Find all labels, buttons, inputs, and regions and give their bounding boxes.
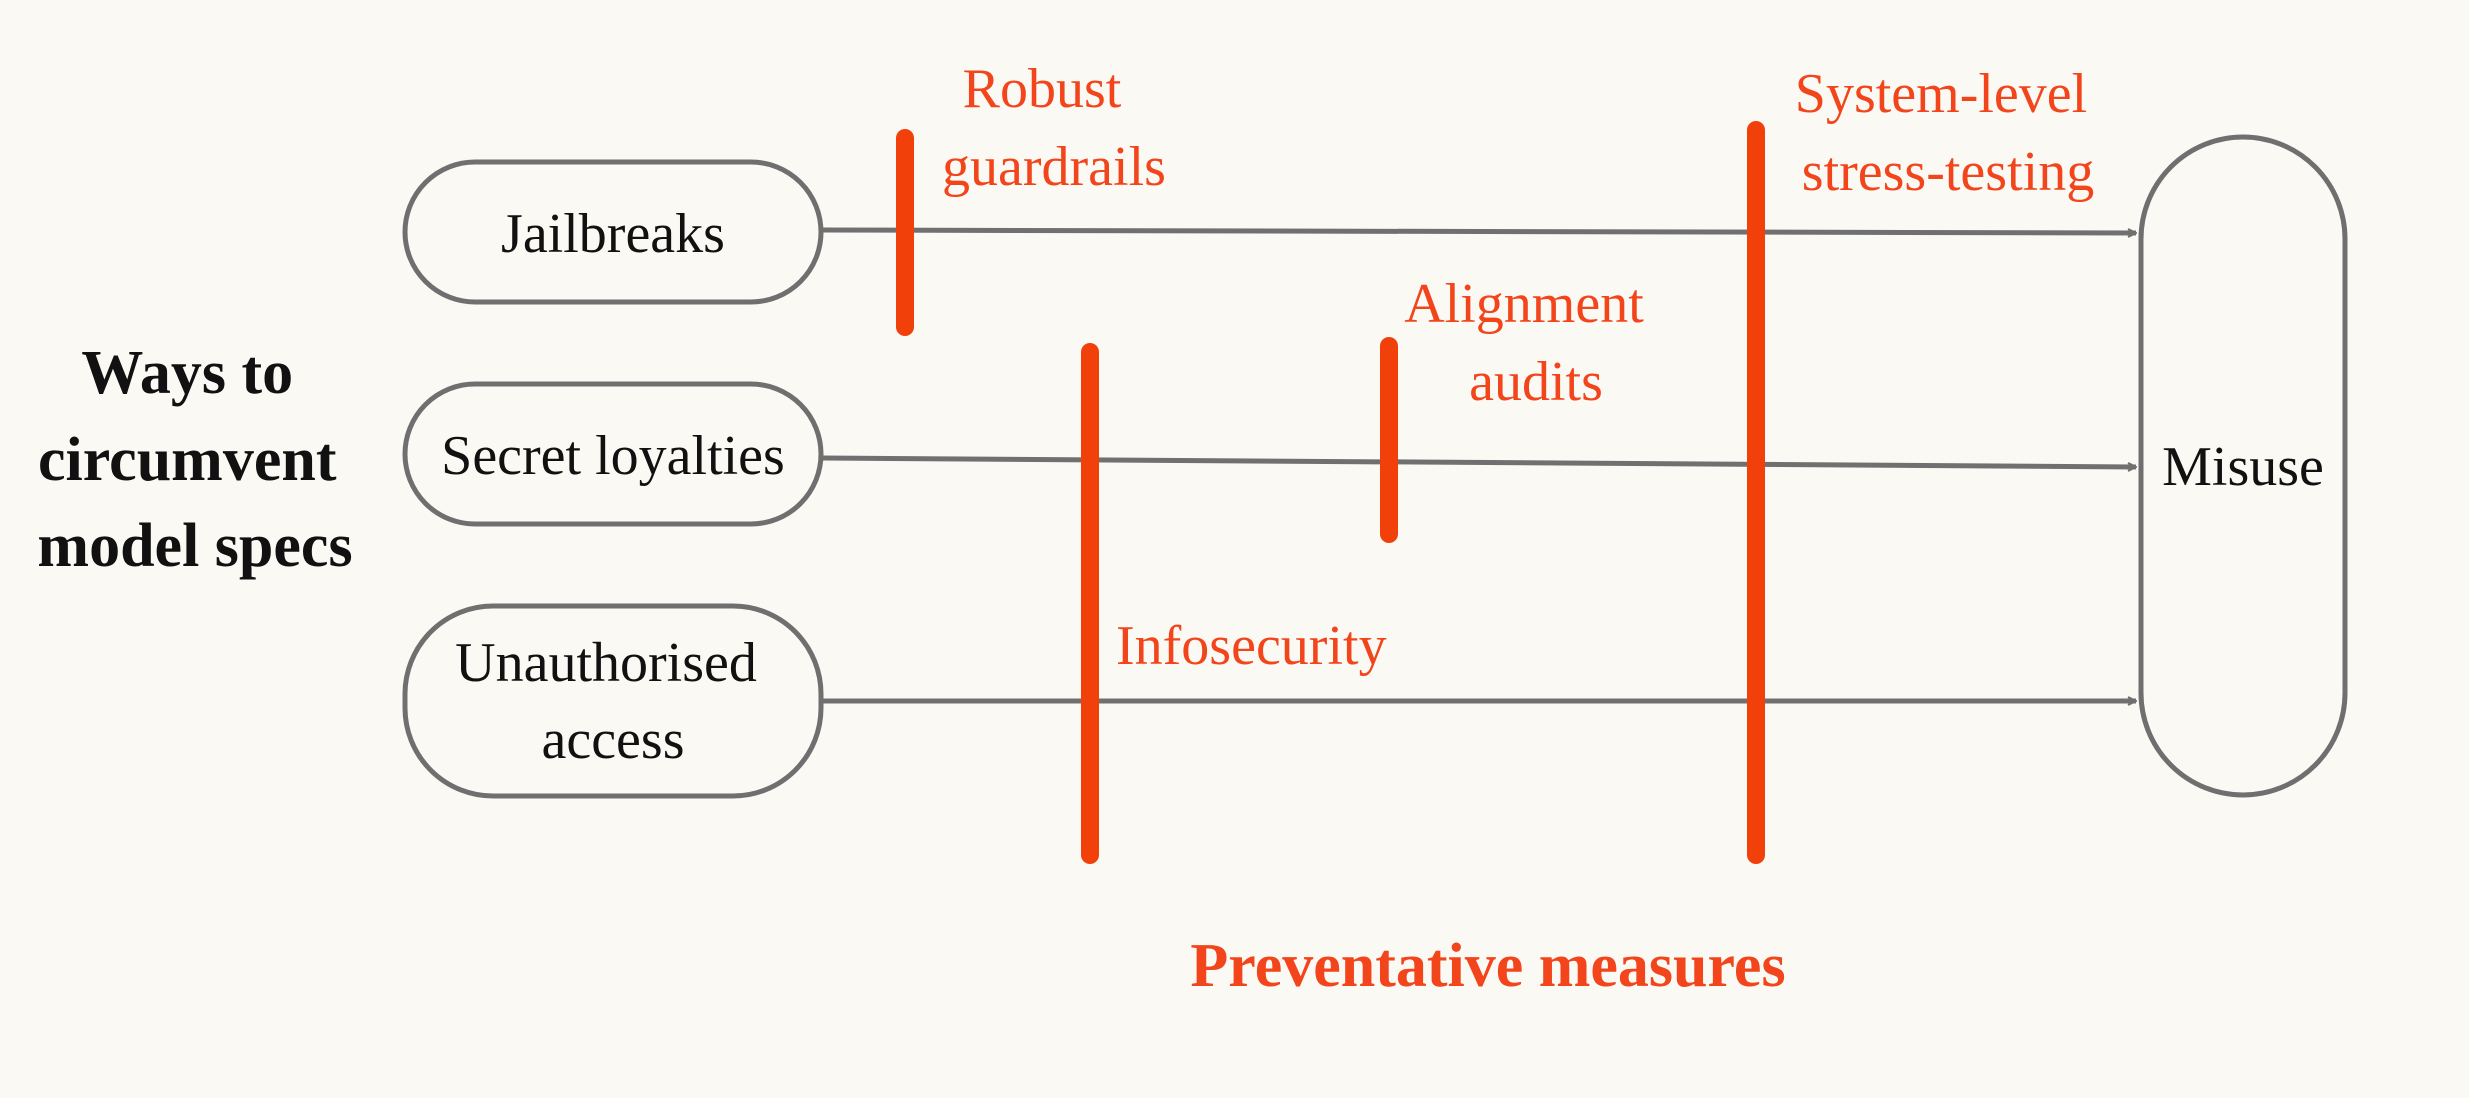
svg-text:Secret loyalties: Secret loyalties bbox=[441, 425, 785, 487]
left-heading: Ways to circumvent model specs bbox=[37, 339, 352, 580]
left-heading-line: Ways to bbox=[81, 339, 293, 407]
svg-text:Unauthorised access: Unauthorised access bbox=[455, 632, 771, 771]
source-node-secret-loyalties: Secret loyalties bbox=[402, 381, 824, 527]
left-heading-line: circumvent bbox=[38, 426, 337, 494]
source-label: access bbox=[541, 709, 684, 771]
flow-arrow-jailbreaks bbox=[822, 227, 2136, 233]
measure-label-alignment-audits: Alignment audits bbox=[1404, 273, 1658, 413]
bottom-heading: Preventative measures bbox=[1190, 932, 1785, 1000]
svg-text:Misuse: Misuse bbox=[2162, 436, 2324, 498]
flow-arrow-secret-loyalties bbox=[822, 455, 2136, 467]
target-node-misuse: Misuse bbox=[2138, 134, 2348, 798]
source-label: Unauthorised bbox=[455, 632, 757, 694]
measure-label-infosecurity: Infosecurity bbox=[1116, 615, 1387, 677]
target-label: Misuse bbox=[2162, 436, 2324, 498]
source-label: Secret loyalties bbox=[441, 425, 785, 487]
source-label: Jailbreaks bbox=[501, 203, 725, 265]
source-node-jailbreaks: Jailbreaks bbox=[402, 159, 824, 305]
source-node-unauthorised-access: Unauthorised access bbox=[402, 603, 824, 799]
measure-label-system-level-stress-testing: System-level stress-testing bbox=[1795, 63, 2101, 203]
svg-text:Jailbreaks: Jailbreaks bbox=[501, 203, 725, 265]
left-heading-line: model specs bbox=[37, 512, 352, 580]
measure-label-robust-guardrails: Robust guardrails bbox=[942, 58, 1166, 198]
